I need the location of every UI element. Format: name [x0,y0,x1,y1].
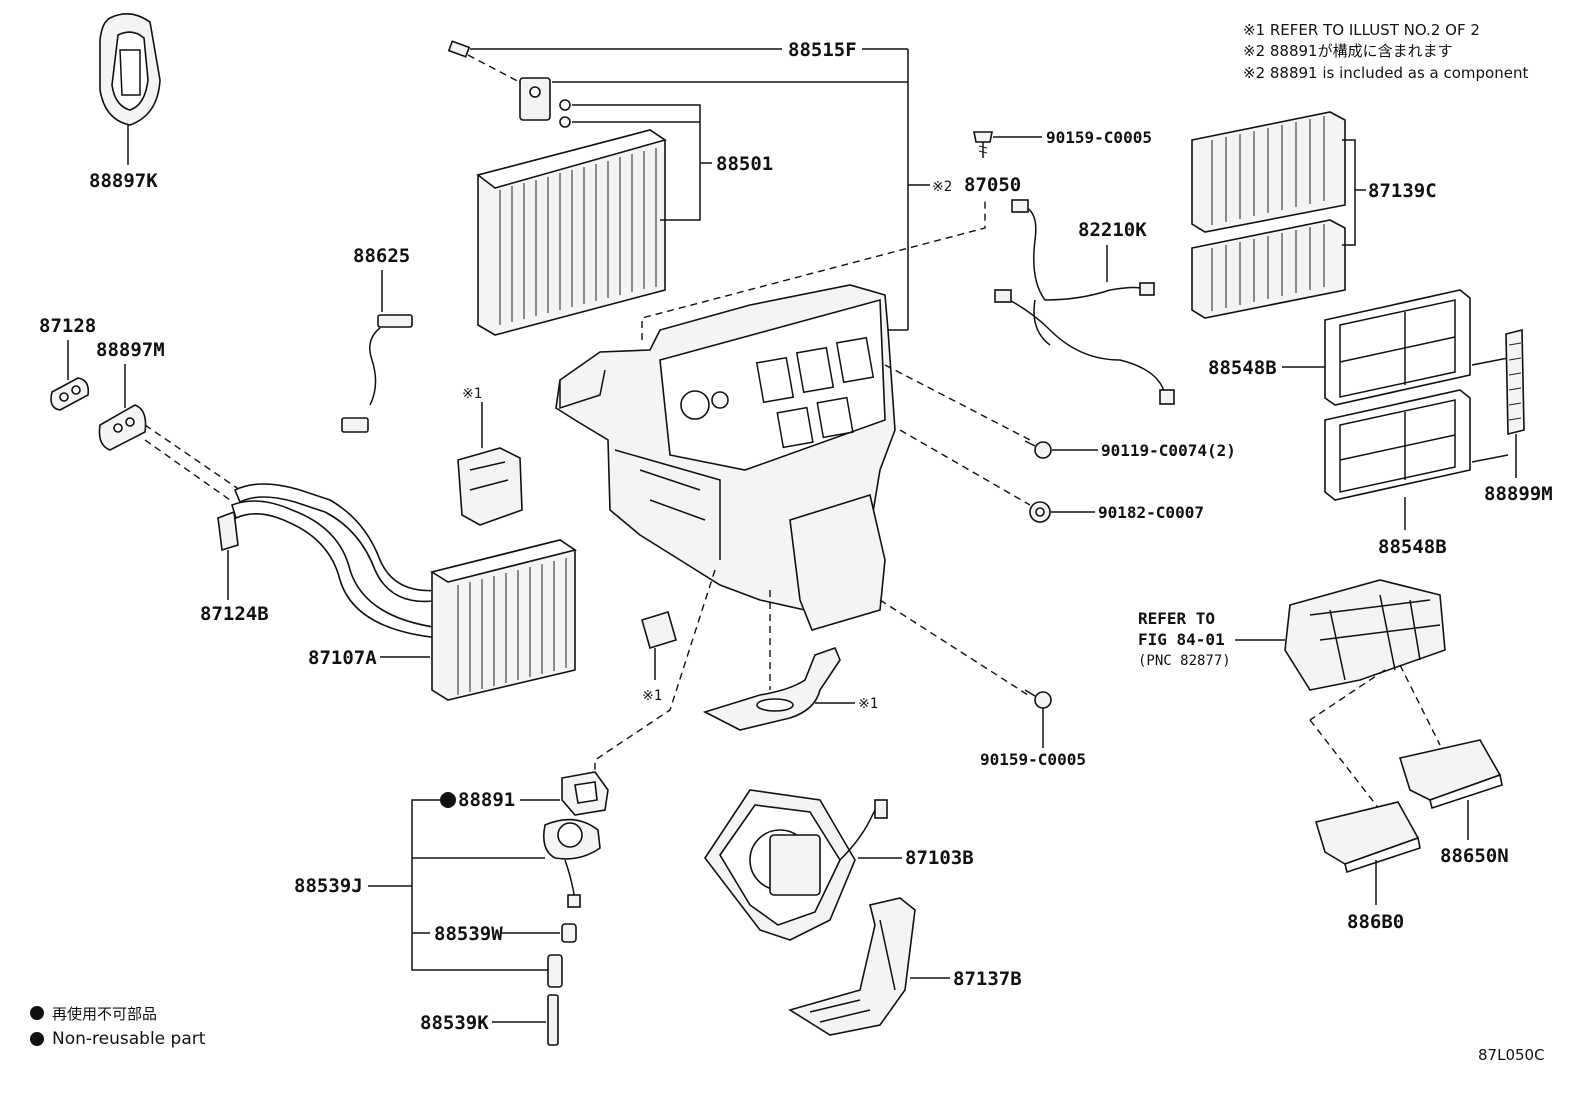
part-bracket-ref1[interactable] [457,447,523,526]
label-87107A[interactable]: 87107A [308,647,377,669]
part-88539J-shaft-sleeve[interactable] [547,954,563,988]
part-88897M-seal[interactable] [98,404,147,451]
part-duct-ref1[interactable] [702,646,841,731]
label-88891[interactable]: 88891 [458,789,515,811]
label-87124B[interactable]: 87124B [200,603,269,625]
ref-mark-1a: ※1 [462,386,482,402]
note-component-en: ※2 88891 is included as a component [1243,64,1528,82]
note-refer-illust: ※1 REFER TO ILLUST NO.2 OF 2 [1243,21,1480,39]
note-component-jp: ※2 88891が構成に含まれます [1243,42,1453,60]
refer-line3: (PNC 82877) [1138,653,1231,669]
label-88625[interactable]: 88625 [353,245,410,267]
ref-mark-1b: ※1 [642,688,662,704]
label-88515F[interactable]: 88515F [788,39,857,61]
label-88501[interactable]: 88501 [716,153,773,175]
part-87124B-clamp[interactable] [217,510,239,552]
label-90159-C0005-bottom[interactable]: 90159-C0005 [980,750,1086,769]
label-88899M[interactable]: 88899M [1484,483,1553,505]
part-82877-module[interactable] [1284,579,1446,691]
label-88897K[interactable]: 88897K [89,170,158,192]
part-88891-cover[interactable] [561,771,609,816]
part-87139C-filter[interactable] [1191,111,1346,319]
part-88899M-strip[interactable] [1505,328,1525,436]
legend-text-jp: 再使用不可部品 [52,1005,157,1023]
label-88548B-bottom[interactable]: 88548B [1378,536,1447,558]
label-88897M[interactable]: 88897M [96,339,165,361]
label-87128[interactable]: 87128 [39,315,96,337]
part-88548B-frame-top[interactable] [1324,289,1471,406]
label-87139C[interactable]: 87139C [1368,180,1437,202]
part-87107A-heater-core[interactable] [231,483,577,701]
part-88548B-frame-bottom[interactable] [1324,389,1471,501]
refer-line2: FIG 84-01 [1138,630,1225,649]
part-90159-screw-top[interactable] [973,131,993,158]
legend-dot-jp [30,1006,44,1020]
legend-text-en: Non-reusable part [52,1029,206,1049]
label-87050[interactable]: 87050 [964,174,1021,196]
part-90182-nut[interactable] [1029,501,1051,523]
label-88539W[interactable]: 88539W [434,923,503,945]
part-87128-grommet[interactable] [50,377,90,411]
legend-dot-en [30,1032,44,1046]
part-90119-screw[interactable] [1024,440,1052,459]
part-886B0-ecu[interactable] [1314,801,1421,874]
part-bracket-ref1-center[interactable] [641,610,677,650]
part-88501-evaporator[interactable] [476,129,667,336]
label-87137B[interactable]: 87137B [953,968,1022,990]
part-87103B-blower[interactable] [704,789,888,941]
figure-id: 87L050C [1478,1046,1545,1064]
label-90182-C0007[interactable]: 90182-C0007 [1098,503,1204,522]
part-88897K-seal[interactable] [99,13,161,165]
part-hvac-unit-88515F[interactable] [555,284,896,631]
part-90159-screw-bottom[interactable] [1024,689,1052,709]
part-88625-thermistor[interactable] [341,314,413,433]
label-88548B-top[interactable]: 88548B [1208,357,1277,379]
label-90119-C0074[interactable]: 90119-C0074(2) [1101,441,1236,460]
ref-mark-1c: ※1 [858,696,878,712]
part-88650N-ecu[interactable] [1398,739,1503,810]
part-88539J-motor-actuator[interactable] [542,818,601,908]
label-88650N[interactable]: 88650N [1440,845,1509,867]
label-82210K[interactable]: 82210K [1078,219,1147,241]
part-87137B-duct[interactable] [788,897,916,1036]
label-90159-C0005-top[interactable]: 90159-C0005 [1046,128,1152,147]
part-88515F-expansion-valve[interactable] [447,40,571,128]
label-886B0[interactable]: 886B0 [1347,911,1404,933]
part-88539W-sleeve[interactable] [561,923,577,943]
label-88539J[interactable]: 88539J [294,875,363,897]
refer-line1: REFER TO [1138,609,1215,628]
part-82210K-harness[interactable] [994,199,1175,405]
ref-mark-2: ※2 [932,179,952,195]
label-88539K[interactable]: 88539K [420,1012,489,1034]
label-87103B[interactable]: 87103B [905,847,974,869]
part-88539K-shaft[interactable] [547,994,559,1046]
